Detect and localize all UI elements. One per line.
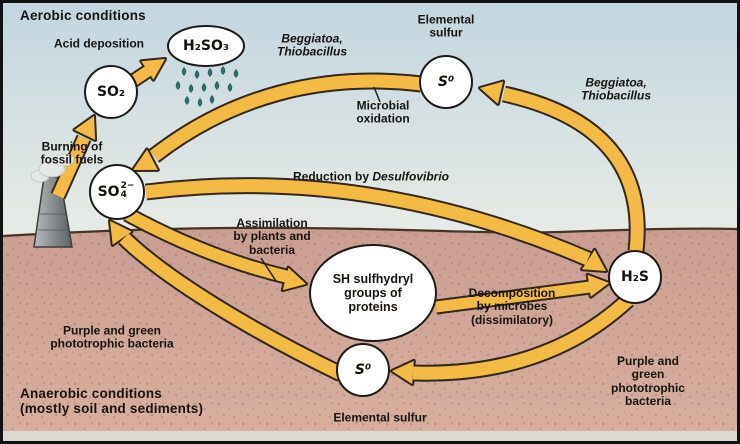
arrow-assimilation xyxy=(123,206,308,293)
arrow-s0-bottom-to-so4 xyxy=(108,219,345,382)
s0-bottom-formula: S⁰ xyxy=(354,362,372,378)
microbial-oxidation-label: Microbial oxidation xyxy=(356,98,410,126)
node-so2-circle xyxy=(84,65,138,119)
node-so4-circle xyxy=(89,164,145,220)
microbial-oxidation-leader-line xyxy=(373,86,381,103)
aerobic-conditions-heading: Aerobic conditions xyxy=(20,8,146,23)
arrow-reduction-desulfovibrio xyxy=(144,177,608,273)
purple-green-bacteria-right-label: Purple and green phototrophic bacteria xyxy=(611,354,685,409)
s0-top-formula: S⁰ xyxy=(437,74,455,90)
reduction-by-text: Reduction by xyxy=(292,169,373,184)
elemental-sulfur-top-label: Elemental sulfur xyxy=(417,12,475,40)
smoke-puffs xyxy=(30,153,75,183)
node-h2s-circle xyxy=(608,250,662,304)
elemental-sulfur-bottom-label: Elemental sulfur xyxy=(333,410,427,425)
h2s-formula: H₂S xyxy=(621,269,649,285)
acid-deposition-label: Acid deposition xyxy=(54,36,144,51)
assimilation-label: Assimilation by plants and bacteria xyxy=(233,215,311,257)
bottom-strip xyxy=(3,431,737,441)
purple-green-bacteria-left-label: Purple and green phototrophic bacteria xyxy=(50,323,174,351)
assimilation-leader-line xyxy=(260,257,277,282)
beggiatoa-thiobacillus-top-label: Beggiatoa, Thiobacillus xyxy=(276,31,348,59)
so4-superscript: 2− xyxy=(120,181,135,191)
so4-base: SO xyxy=(97,184,120,200)
burning-fossil-fuels-label: Burning of fossil fuels xyxy=(40,139,104,167)
arrow-h2s-to-elemental-sulfur xyxy=(478,79,646,252)
h2so3-formula: H₂SO₃ xyxy=(183,38,229,54)
arrow-decomposition xyxy=(435,272,611,315)
so2-formula: SO₂ xyxy=(96,84,126,100)
node-h2so3-oval xyxy=(167,25,245,67)
node-s0-top-circle xyxy=(419,55,473,109)
arrow-microbial-oxidation xyxy=(131,72,422,172)
sh-proteins-label: SH sulfhydryl groups of proteins xyxy=(332,272,414,314)
reduction-desulfovibrio-label: Reduction by Desulfovibrio xyxy=(293,170,449,183)
desulfovibrio-text: Desulfovibrio xyxy=(372,169,450,184)
decomposition-label: Decomposition by microbes (dissimilatory… xyxy=(468,285,556,327)
beggiatoa-thiobacillus-right-label: Beggiatoa, Thiobacillus xyxy=(580,75,652,103)
anaerobic-conditions-heading: Anaerobic conditions (mostly soil and se… xyxy=(20,386,204,417)
arrow-h2s-to-s0-bottom xyxy=(390,293,634,386)
so4-subscript: 4 xyxy=(120,190,127,200)
node-s0-bottom-circle xyxy=(336,343,390,397)
arrow-burning-fossil-fuels xyxy=(50,114,98,200)
node-sh-proteins-oval xyxy=(309,244,437,342)
